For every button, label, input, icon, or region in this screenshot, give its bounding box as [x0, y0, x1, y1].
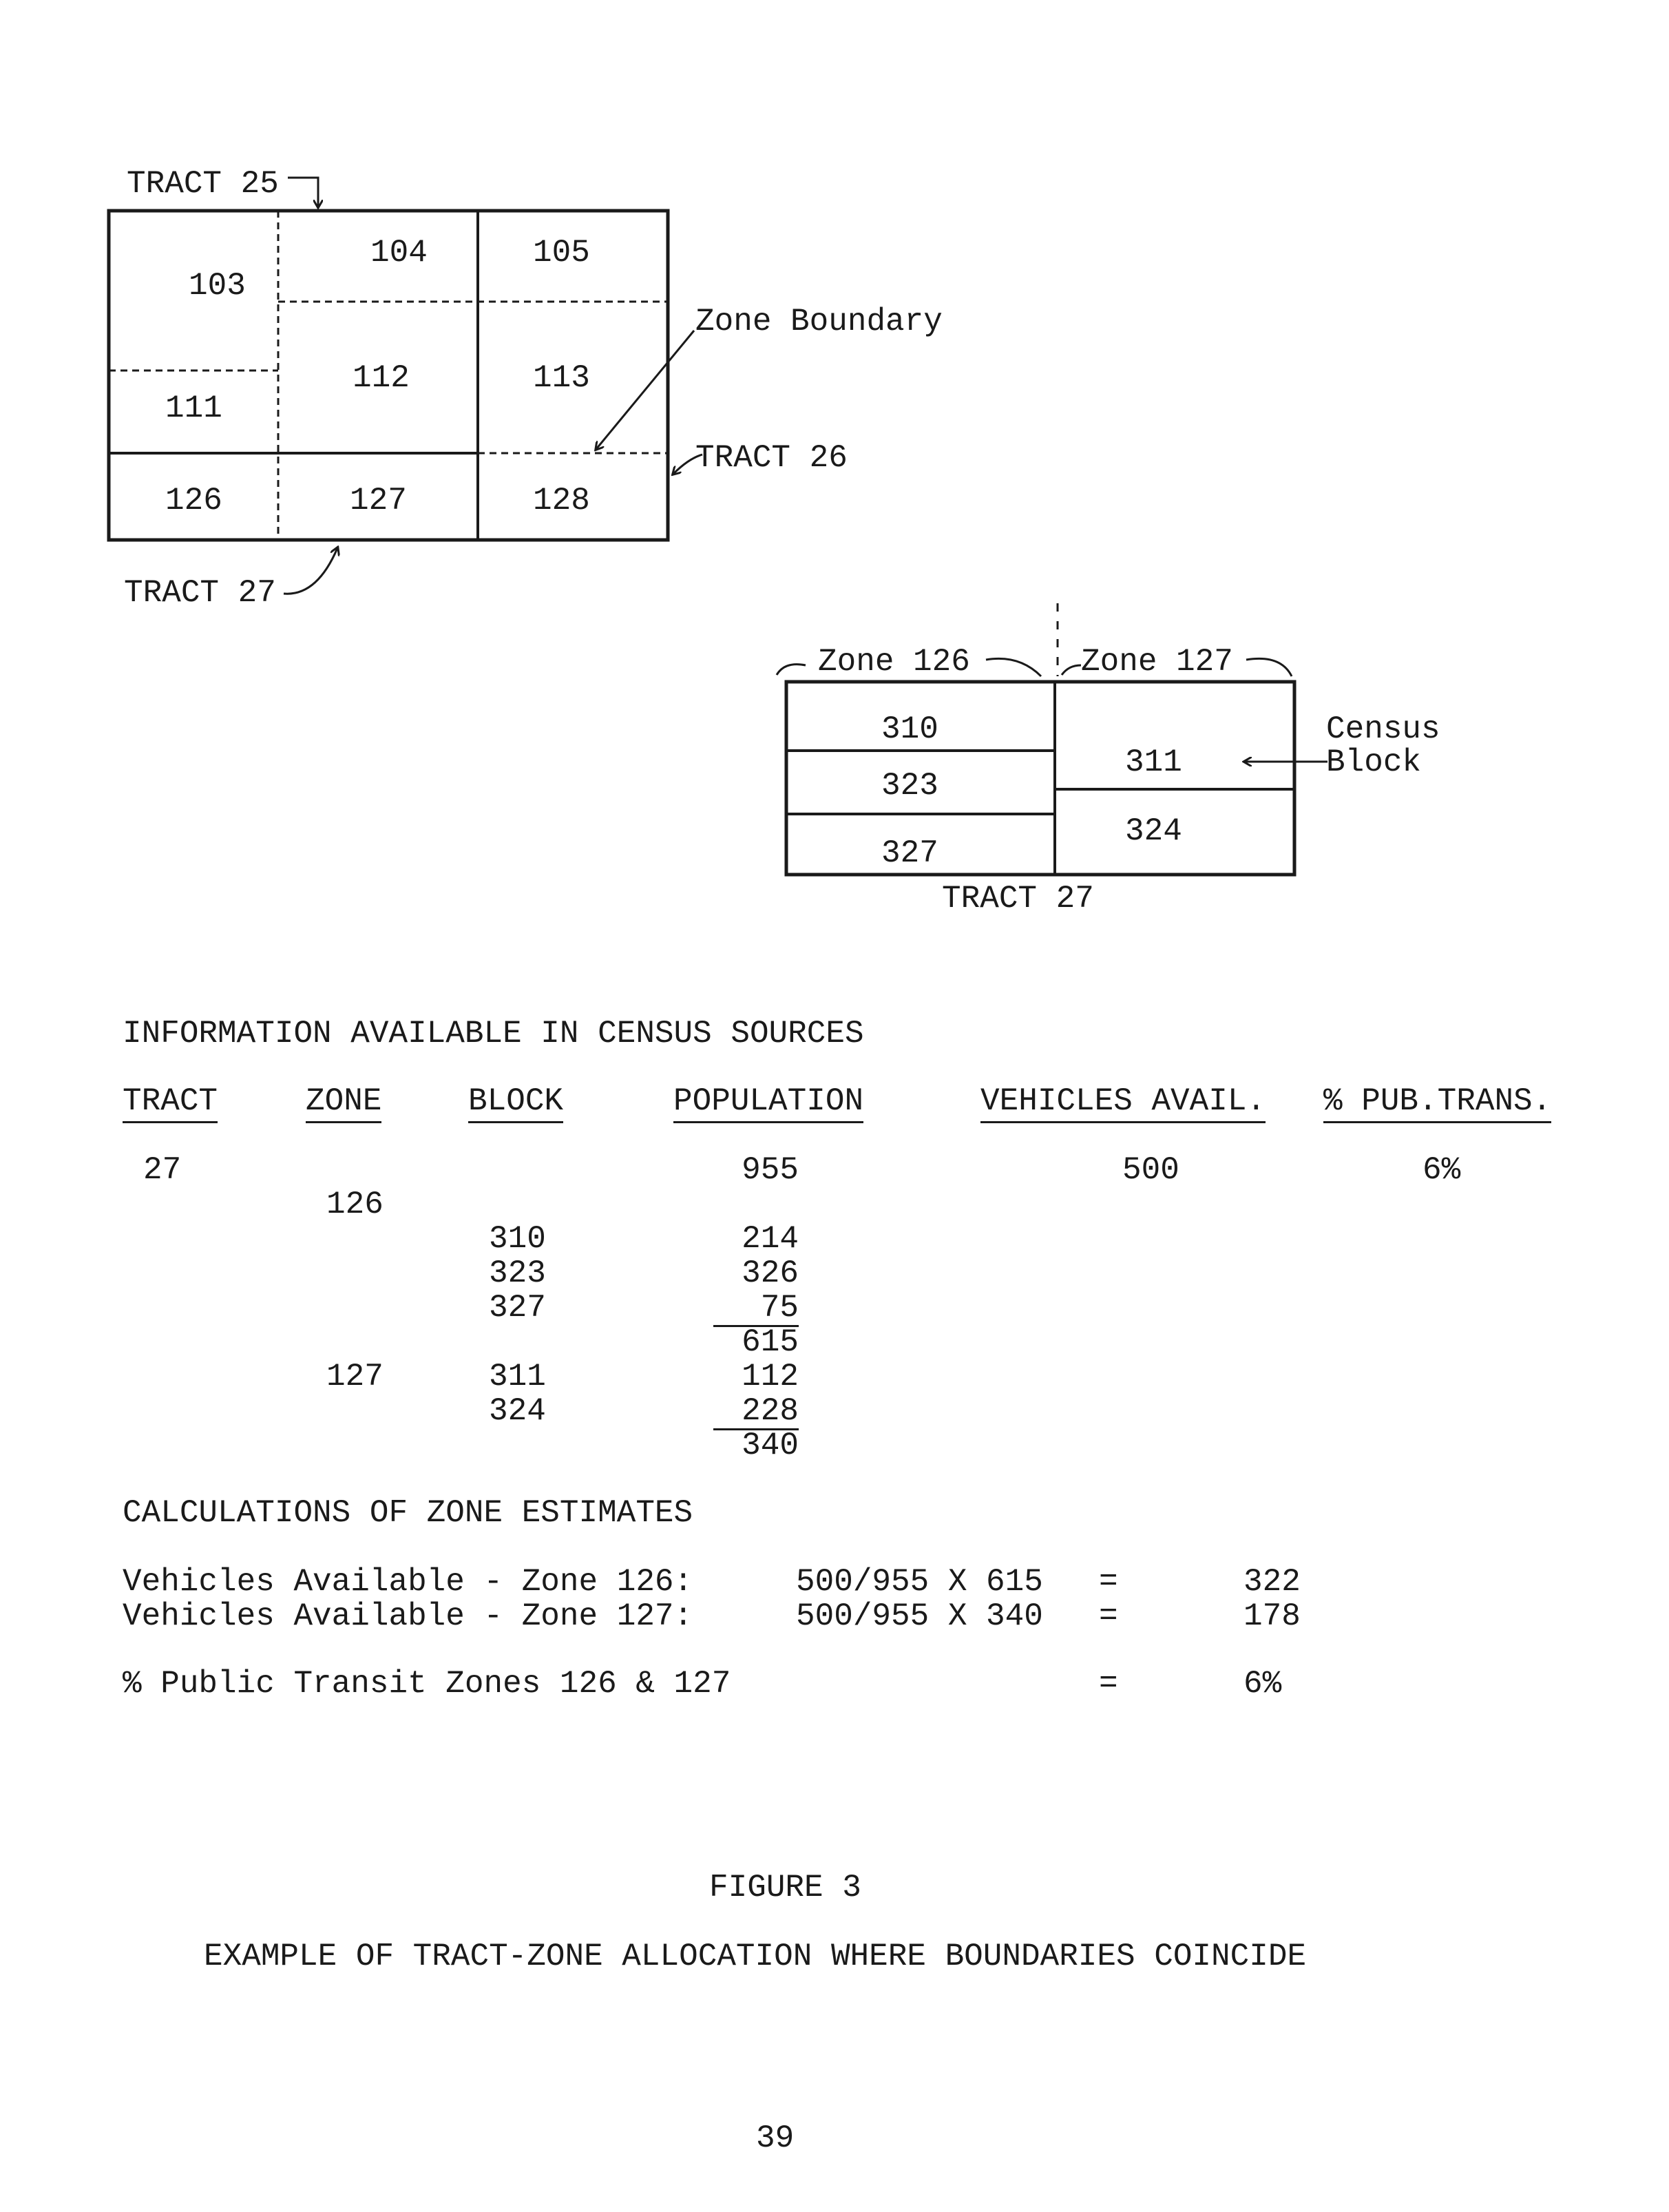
- zone-label: 128: [533, 483, 590, 519]
- cell-subtotal: 615: [742, 1324, 799, 1360]
- zone126-label: Zone 126: [818, 644, 970, 680]
- cell-population: 228: [713, 1395, 799, 1430]
- zone-label: 103: [189, 268, 246, 304]
- zone-boundary-label: Zone Boundary: [695, 304, 943, 340]
- block-label: 310: [881, 711, 938, 747]
- arrow-tract26: [673, 453, 703, 474]
- zone-label: 104: [370, 235, 428, 271]
- tract27-detail-outline: [784, 680, 1297, 877]
- brace-right-end: [1246, 657, 1293, 677]
- cell-pub-trans: 6%: [1423, 1152, 1461, 1188]
- cell-subtotal: 340: [742, 1428, 799, 1463]
- block-label: 327: [881, 835, 938, 871]
- zone127-label: Zone 127: [1081, 644, 1233, 680]
- cell-block: 324: [489, 1393, 546, 1429]
- calc-expression: 500/955 X 340: [796, 1598, 1043, 1634]
- calc-label: Vehicles Available - Zone 126:: [123, 1564, 693, 1600]
- arrow-tract25: [288, 176, 318, 207]
- tract27-label: TRACT 27: [124, 575, 276, 611]
- cell-block: 311: [489, 1359, 546, 1395]
- figure-caption: EXAMPLE OF TRACT-ZONE ALLOCATION WHERE B…: [204, 1939, 1307, 1974]
- col-header-pub-trans: % PUB.TRANS.: [1323, 1085, 1552, 1123]
- census-info-heading: INFORMATION AVAILABLE IN CENSUS SOURCES: [123, 1016, 864, 1052]
- col-header-population: POPULATION: [673, 1085, 864, 1123]
- cell-population: 214: [742, 1221, 799, 1257]
- col-header-zone: ZONE: [306, 1085, 382, 1123]
- calc-equals: =: [1099, 1598, 1118, 1634]
- cell-tract: 27: [143, 1152, 182, 1188]
- col-header-tract: TRACT: [123, 1085, 218, 1123]
- cell-population: 955: [742, 1152, 799, 1188]
- calc-expression: 500/955 X 615: [796, 1564, 1043, 1600]
- brace-right: [1060, 664, 1082, 676]
- calc-equals: =: [1099, 1666, 1118, 1702]
- col-header-block: BLOCK: [468, 1085, 564, 1123]
- block-label: 311: [1125, 744, 1182, 780]
- zone-label: 127: [350, 483, 407, 519]
- tract27-detail-label: TRACT 27: [942, 881, 1094, 917]
- calc-label: % Public Transit Zones 126 & 127: [123, 1666, 731, 1702]
- tract25-label: TRACT 25: [127, 166, 279, 202]
- cell-zone: 127: [326, 1359, 384, 1395]
- cell-block: 323: [489, 1255, 546, 1291]
- zone-boundaries: [109, 211, 668, 540]
- tract26-label: TRACT 26: [695, 440, 848, 476]
- arrow-tract27: [283, 548, 337, 595]
- zone-label: 105: [533, 235, 590, 271]
- figure-number: FIGURE 3: [709, 1870, 861, 1906]
- cell-block: 327: [489, 1290, 546, 1326]
- brace-left-end: [985, 657, 1042, 678]
- cell-block: 310: [489, 1221, 546, 1257]
- census-block-label: Block: [1326, 744, 1422, 780]
- zone-label: 113: [533, 360, 590, 396]
- cell-population: 75: [713, 1292, 799, 1327]
- col-header-vehicles: VEHICLES AVAIL.: [980, 1085, 1266, 1123]
- zone-label: 126: [165, 483, 222, 519]
- cell-zone: 126: [326, 1187, 384, 1222]
- calc-result: 322: [1243, 1564, 1301, 1600]
- arrow-zone-boundary: [596, 330, 695, 449]
- zone-label: 112: [353, 360, 410, 396]
- calc-result: 178: [1243, 1598, 1301, 1634]
- cell-vehicles: 500: [1122, 1152, 1179, 1188]
- page-number: 39: [756, 2120, 795, 2156]
- block-label: 324: [1125, 813, 1182, 849]
- block-label: 323: [881, 768, 938, 804]
- calc-equals: =: [1099, 1564, 1118, 1600]
- brace-left: [775, 663, 806, 676]
- cell-population: 326: [742, 1255, 799, 1291]
- tract-map-outline: [107, 209, 670, 542]
- census-block-label: Census: [1326, 711, 1440, 747]
- cell-population: 112: [742, 1359, 799, 1395]
- calc-label: Vehicles Available - Zone 127:: [123, 1598, 693, 1634]
- calc-result: 6%: [1243, 1666, 1282, 1702]
- calc-heading: CALCULATIONS OF ZONE ESTIMATES: [123, 1495, 693, 1531]
- zone-label: 111: [165, 390, 222, 426]
